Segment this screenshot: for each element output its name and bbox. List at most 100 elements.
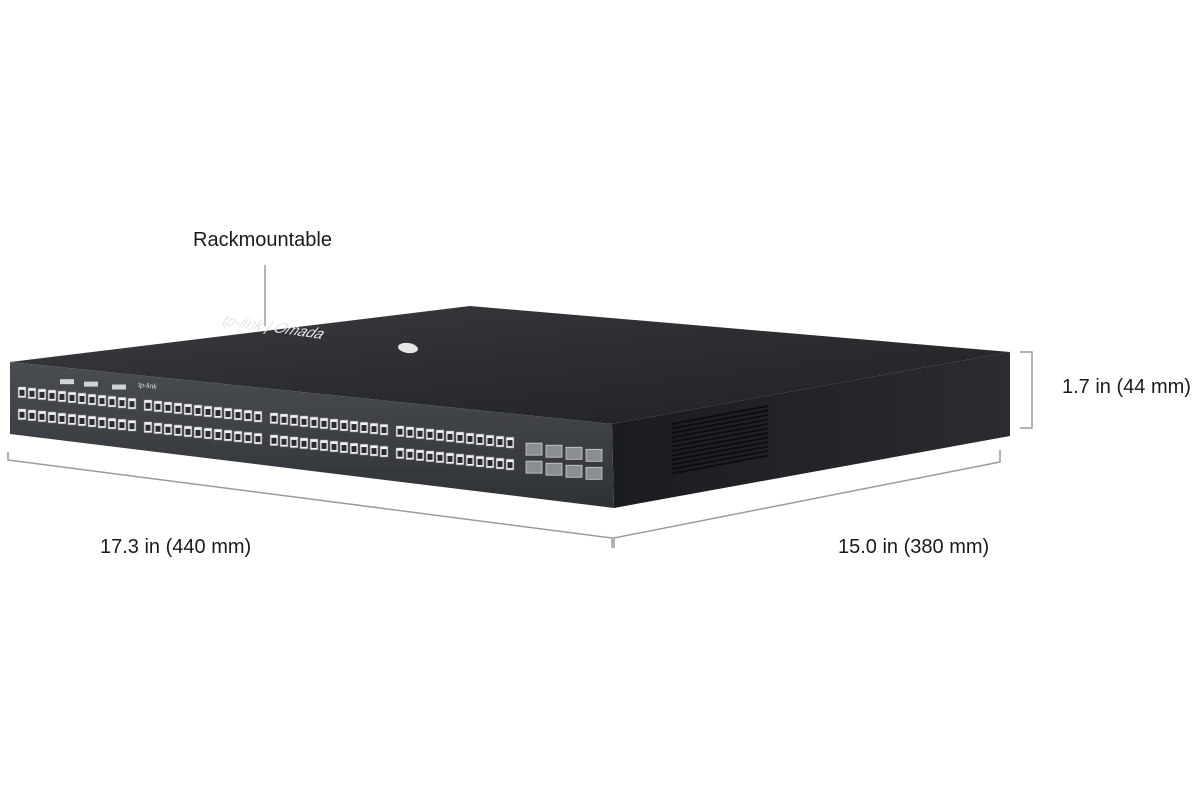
ethernet-port-socket	[215, 410, 221, 417]
vent-slot	[671, 427, 769, 448]
ethernet-port-socket	[457, 434, 463, 441]
ethernet-port-socket	[447, 455, 453, 462]
front-logo-text: tp-link	[138, 382, 158, 391]
height-dimension-label: 1.7 in (44 mm)	[1062, 376, 1191, 398]
vent-slot	[671, 418, 769, 439]
ethernet-port-socket	[29, 412, 35, 419]
depth-dimension-label: 15.0 in (380 mm)	[838, 536, 990, 558]
ethernet-port-socket	[331, 443, 337, 450]
depth-dimension-line	[613, 450, 1001, 548]
ethernet-port-socket	[381, 449, 387, 456]
ethernet-port-socket	[271, 415, 277, 422]
sfp-port	[545, 462, 563, 476]
ethernet-port-socket	[175, 405, 181, 412]
ethernet-port-socket	[341, 444, 347, 451]
ethernet-port-socket	[437, 432, 443, 439]
ethernet-port-socket	[79, 418, 85, 425]
ethernet-port-socket	[145, 424, 151, 431]
ethernet-port-socket	[245, 435, 251, 442]
ethernet-port-socket	[145, 402, 151, 409]
ethernet-port-socket	[507, 440, 513, 447]
ethernet-port-socket	[235, 434, 241, 441]
ethernet-port-socket	[477, 458, 483, 465]
ethernet-port-socket	[447, 433, 453, 440]
sfp-port-array	[525, 442, 603, 480]
ethernet-port-socket	[467, 457, 473, 464]
ethernet-port-socket	[245, 413, 251, 420]
ethernet-port-socket	[371, 448, 377, 455]
sfp-port	[565, 464, 583, 478]
ethernet-port-socket	[225, 411, 231, 418]
ethernet-port-socket	[19, 411, 25, 418]
ethernet-port-socket	[165, 426, 171, 433]
sfp-port	[585, 466, 603, 480]
ethernet-port-socket	[487, 438, 493, 445]
switch-side-panel	[612, 352, 1010, 508]
sfp-port	[585, 448, 603, 462]
ethernet-port-socket	[427, 453, 433, 460]
vent-slot	[671, 414, 769, 434]
ethernet-port-socket	[427, 431, 433, 438]
ethernet-port-socket	[155, 425, 161, 432]
ethernet-port-socket	[361, 447, 367, 454]
ethernet-port-socket	[19, 389, 25, 396]
width-dimension-line	[7, 452, 613, 548]
ethernet-port-socket	[69, 416, 75, 423]
ethernet-port-socket	[321, 442, 327, 449]
ethernet-port-socket	[381, 427, 387, 434]
ethernet-port-socket	[331, 421, 337, 428]
ethernet-port-socket	[119, 422, 125, 429]
sfp-port	[525, 442, 543, 456]
ethernet-port-socket	[185, 428, 191, 435]
ethernet-port-socket	[417, 452, 423, 459]
side-vent	[671, 405, 769, 475]
usb-port	[84, 381, 98, 387]
ethernet-port-socket	[291, 439, 297, 446]
ethernet-port-socket	[185, 406, 191, 413]
usb-port	[112, 384, 126, 390]
ethernet-port-socket	[49, 414, 55, 421]
ethernet-port-socket	[507, 462, 513, 469]
ethernet-port-socket	[225, 433, 231, 440]
ethernet-port-socket	[301, 418, 307, 425]
ethernet-port-socket	[351, 424, 357, 431]
ethernet-port-socket	[89, 397, 95, 404]
ethernet-port-socket	[321, 420, 327, 427]
ethernet-port-socket	[271, 437, 277, 444]
ethernet-port-socket	[205, 430, 211, 437]
ethernet-port-socket	[407, 451, 413, 458]
ethernet-port-socket	[291, 417, 297, 424]
ethernet-port-socket	[235, 412, 241, 419]
ethernet-port-socket	[129, 423, 135, 430]
vent-slot	[671, 436, 769, 457]
ethernet-port-socket	[195, 429, 201, 436]
vent-slot	[671, 423, 769, 443]
ethernet-port-socket	[79, 396, 85, 403]
ethernet-port-socket	[467, 435, 473, 442]
ethernet-port-socket	[281, 416, 287, 423]
ethernet-port-socket	[129, 401, 135, 408]
ethernet-port-socket	[39, 413, 45, 420]
sfp-port	[565, 446, 583, 460]
switch-top-panel	[10, 306, 1010, 424]
width-dimension-label: 17.3 in (440 mm)	[100, 536, 252, 558]
vent-slot	[671, 432, 769, 452]
ethernet-port-socket	[39, 391, 45, 398]
ethernet-port-socket	[311, 441, 317, 448]
ethernet-port-socket	[155, 403, 161, 410]
ethernet-port-socket	[301, 440, 307, 447]
ethernet-port-socket	[59, 393, 65, 400]
sfp-port	[545, 444, 563, 458]
ethernet-port-socket	[341, 422, 347, 429]
ethernet-port-socket	[417, 430, 423, 437]
ethernet-port-socket	[397, 428, 403, 435]
ethernet-port-socket	[99, 420, 105, 427]
ethernet-port-socket	[361, 425, 367, 432]
ethernet-port-socket	[119, 400, 125, 407]
vent-slot	[671, 409, 769, 430]
usb-port	[60, 379, 74, 385]
ethernet-port-socket	[59, 415, 65, 422]
ethernet-port-socket	[109, 399, 115, 406]
vent-slot	[671, 441, 769, 461]
ethernet-port-socket	[109, 421, 115, 428]
